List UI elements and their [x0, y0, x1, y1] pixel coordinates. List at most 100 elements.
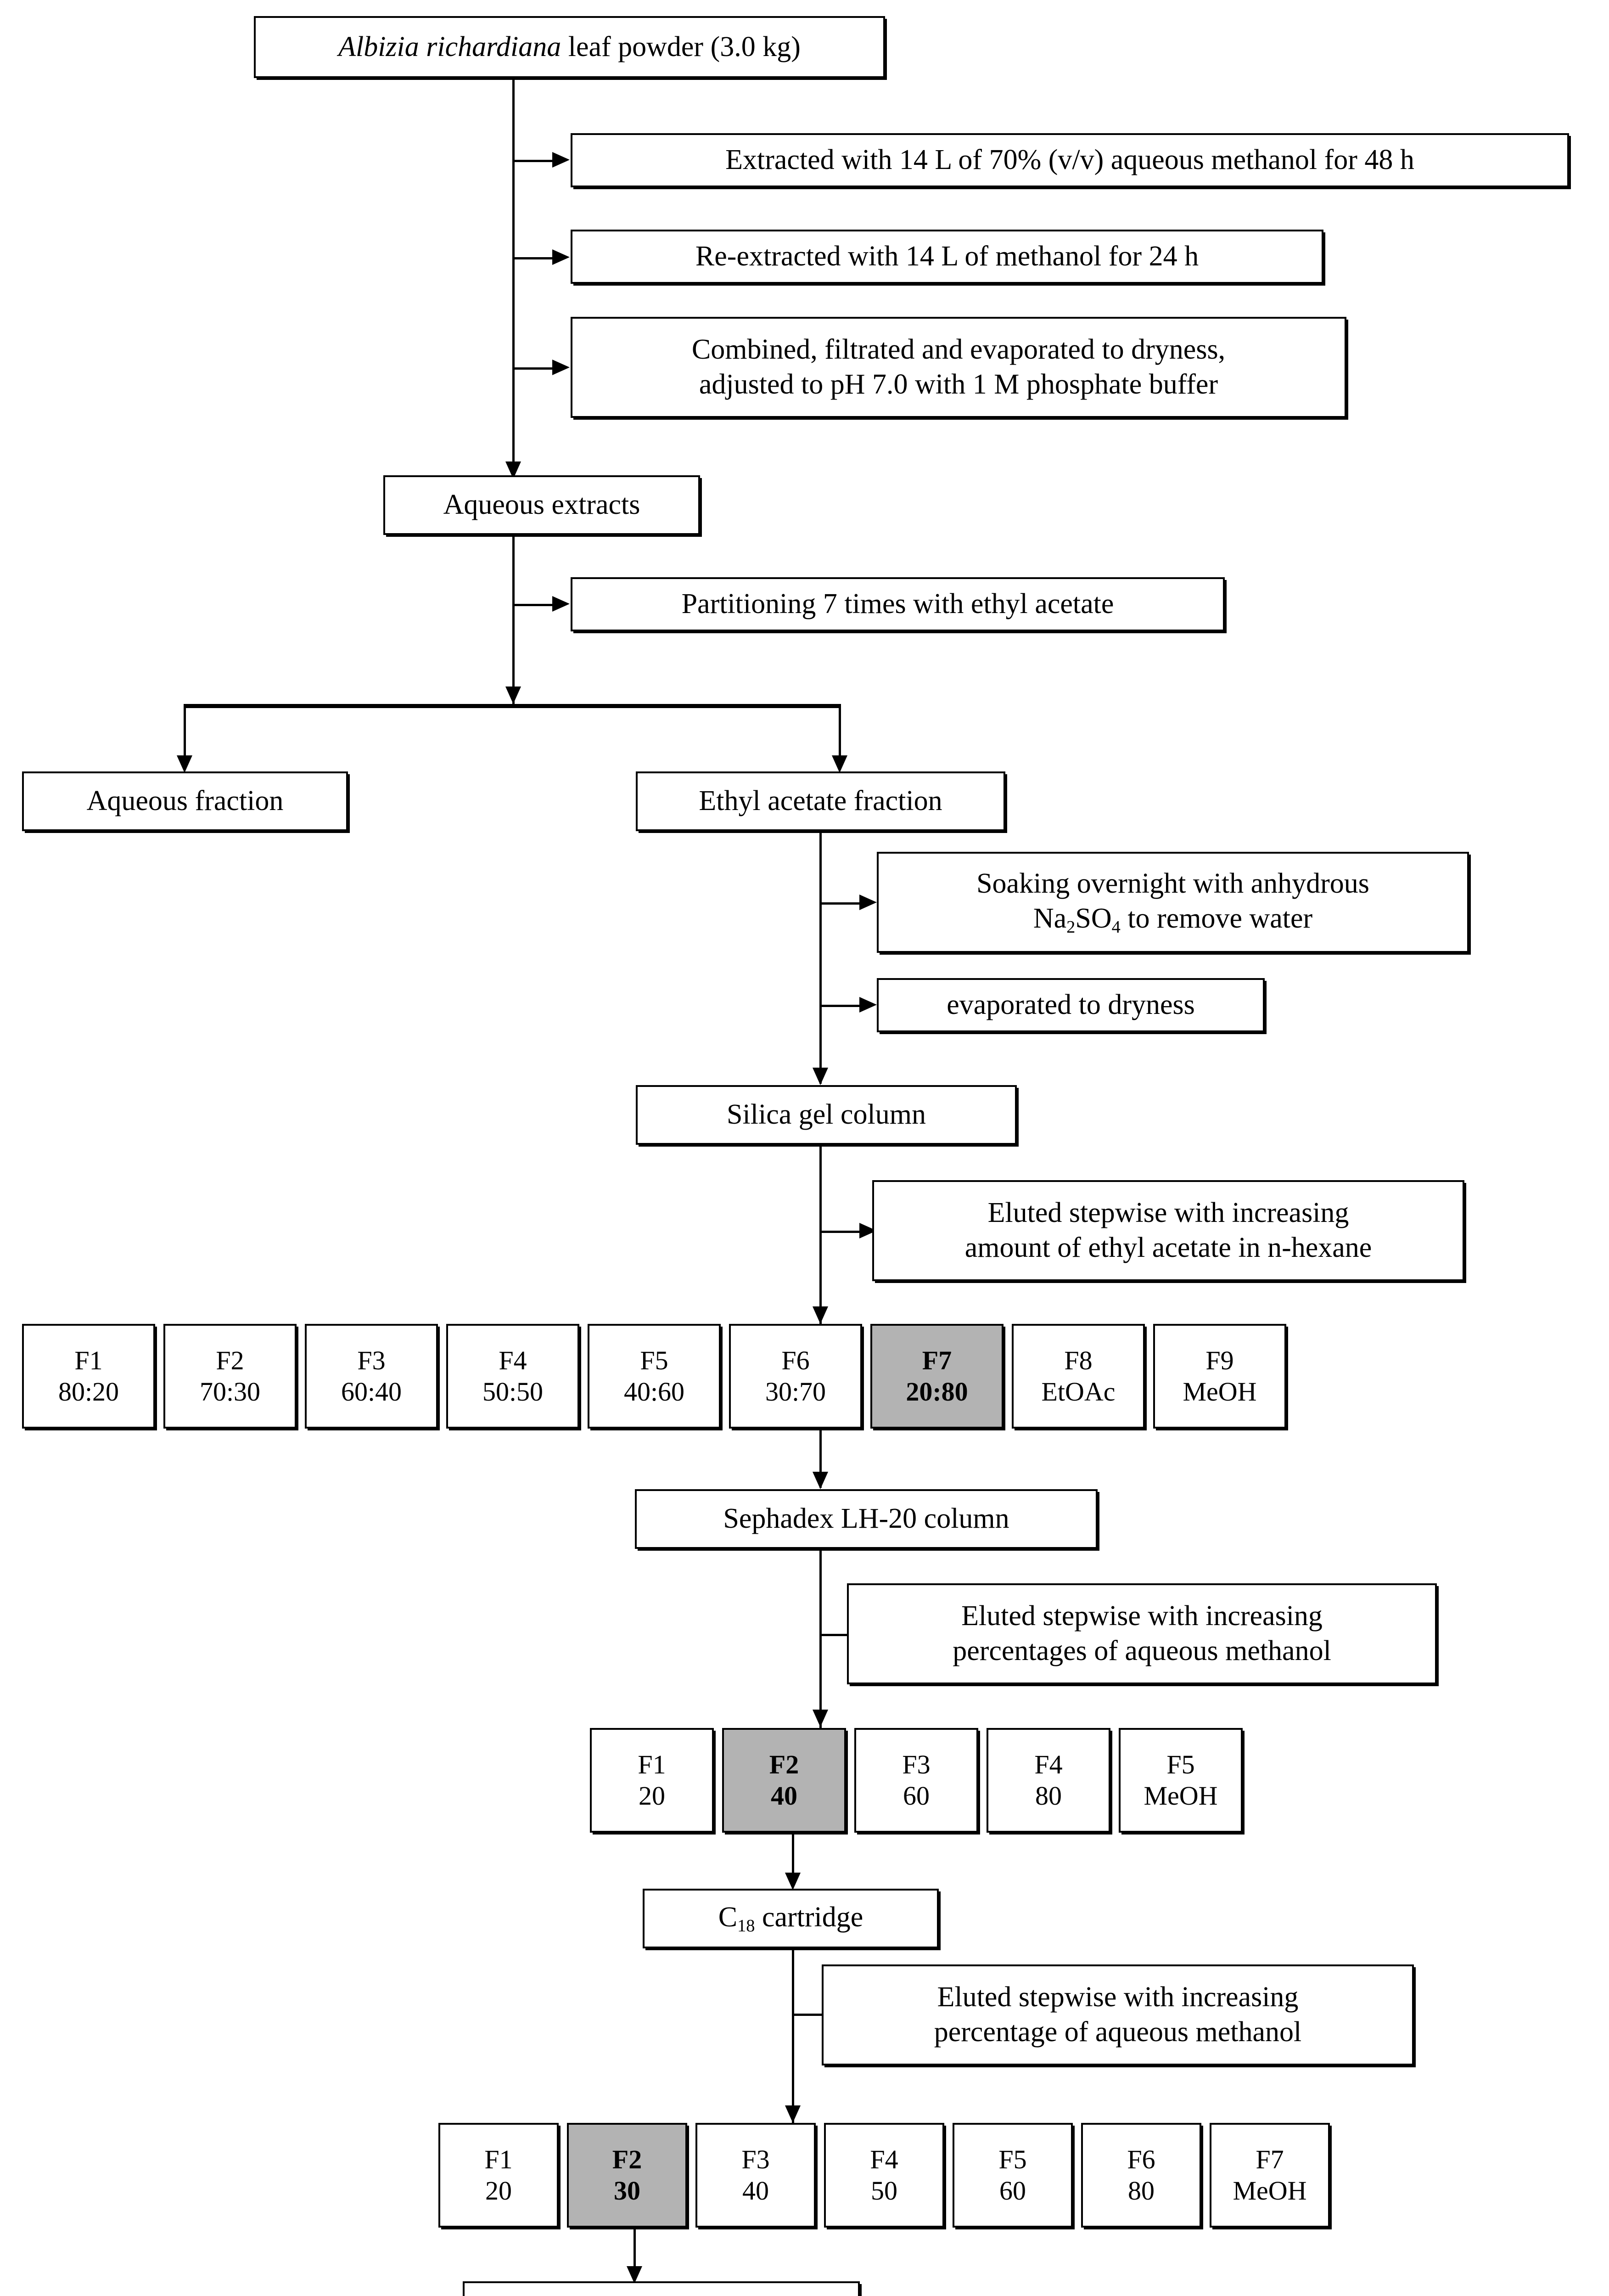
connector-to-sephadex-elution — [819, 1634, 865, 1636]
fraction-label: F5 — [1166, 1749, 1195, 1779]
node-sephadex-column: Sephadex LH-20 column — [635, 1489, 1098, 1549]
node-silica-gel-column: Silica gel column — [636, 1085, 1017, 1145]
fraction-value: 50 — [871, 2176, 897, 2206]
fraction-value: MeOH — [1183, 1377, 1257, 1407]
fraction-label: F4 — [1034, 1749, 1063, 1779]
c18-elution-line-2: percentage of aqueous methanol — [934, 2016, 1302, 2048]
node-c18-cartridge: C18 cartridge — [643, 1889, 939, 1948]
fraction-value: 20:80 — [906, 1377, 968, 1407]
connector-c18-trunk — [792, 1948, 794, 2123]
connector-to-soaking — [819, 902, 865, 905]
fraction-label: F6 — [781, 1345, 810, 1375]
connector-ethyl-acetate-trunk — [819, 831, 822, 1084]
fraction-value: MeOH — [1233, 2176, 1307, 2206]
fraction-value: 50:50 — [482, 1377, 544, 1407]
connector-silica-trunk — [819, 1145, 822, 1324]
c18-elution-line-1: Eluted stepwise with increasing — [937, 1981, 1299, 2013]
node-aqueous-extracts: Aqueous extracts — [383, 475, 700, 535]
soaking-line-2: Na2SO4 to remove water — [1033, 902, 1313, 937]
node-extraction-step-2: Re-extracted with 14 L of methanol for 2… — [571, 230, 1323, 284]
connector-to-extract2 — [512, 257, 558, 259]
arrowhead-to-split-bar — [505, 687, 521, 704]
arrowhead-to-aqueous-fraction — [177, 755, 192, 773]
fraction-value: 40:60 — [623, 1377, 685, 1407]
connector-aqueous-trunk — [512, 535, 515, 705]
fraction-label: F7 — [1256, 2144, 1284, 2174]
soaking-line-1: Soaking overnight with anhydrous — [976, 868, 1369, 900]
arrowhead-to-partitioning — [552, 596, 570, 612]
fraction-value: 60 — [999, 2176, 1026, 2206]
arrowhead-to-silica-fractions — [813, 1306, 828, 1324]
fraction-label: F2 — [216, 1345, 244, 1375]
fraction-value: 30 — [614, 2176, 640, 2206]
arrowhead-to-ethyl-acetate-fraction — [832, 755, 847, 773]
fraction-label: F3 — [902, 1749, 931, 1779]
connector-to-extract1 — [512, 160, 558, 162]
fraction-label: F1 — [74, 1345, 103, 1375]
sephadex-elution-line-1: Eluted stepwise with increasing — [961, 1600, 1323, 1632]
fraction-value: 60 — [903, 1781, 930, 1811]
fraction-label: F5 — [640, 1345, 668, 1375]
fraction-label: F4 — [870, 2144, 898, 2174]
connector-f2-to-hplc — [634, 2229, 636, 2280]
arrowhead-to-evaporated — [859, 997, 877, 1013]
node-silica-elution: Eluted stepwise with increasing amount o… — [872, 1180, 1464, 1281]
connector-to-c18-elution — [792, 2014, 838, 2016]
node-ethyl-acetate-fraction: Ethyl acetate fraction — [636, 771, 1005, 831]
arrowhead-to-extract2 — [552, 249, 570, 265]
arrowhead-to-silica-column — [813, 1068, 828, 1085]
fraction-value: 40 — [771, 1781, 797, 1811]
arrowhead-to-c18-fractions — [785, 2105, 801, 2123]
connector-f7-to-sephadex — [819, 1428, 822, 1488]
fraction-label: F4 — [499, 1345, 527, 1375]
fraction-label: F3 — [741, 2144, 770, 2174]
silica-elution-line-1: Eluted stepwise with increasing — [987, 1197, 1349, 1229]
fraction-value: 20 — [485, 2176, 512, 2206]
arrowhead-to-sephadex-column — [813, 1472, 828, 1489]
node-reverse-phase-hplc: Reverse-phase HPLC — [463, 2281, 860, 2296]
arrowhead-to-combine — [552, 360, 570, 375]
connector-f2-to-c18 — [792, 1832, 794, 1887]
fraction-value: 20 — [639, 1781, 665, 1811]
connector-to-combine — [512, 367, 558, 370]
node-evaporated-to-dryness: evaporated to dryness — [877, 978, 1265, 1032]
fraction-value: 80:20 — [58, 1377, 119, 1407]
connector-to-ethyl-acetate-fraction — [839, 704, 841, 764]
node-extraction-step-1: Extracted with 14 L of 70% (v/v) aqueous… — [571, 133, 1569, 187]
fraction-label: F2 — [612, 2144, 642, 2174]
node-start-material: Albizia richardiana leaf powder (3.0 kg) — [254, 16, 885, 78]
arrowhead-to-extract1 — [552, 152, 570, 168]
connector-to-partitioning — [512, 604, 558, 606]
node-partitioning: Partitioning 7 times with ethyl acetate — [571, 577, 1225, 631]
fraction-value: 70:30 — [199, 1377, 261, 1407]
fraction-value: MeOH — [1144, 1781, 1218, 1811]
silica-elution-line-2: amount of ethyl acetate in n-hexane — [964, 1232, 1372, 1263]
fraction-label: F6 — [1127, 2144, 1155, 2174]
split-bar-fractions — [184, 704, 841, 708]
arrowhead-to-sephadex-fractions — [813, 1710, 828, 1727]
sephadex-elution-line-2: percentages of aqueous methanol — [953, 1635, 1331, 1666]
arrowhead-to-c18-cartridge — [785, 1873, 801, 1890]
fraction-value: 80 — [1035, 1781, 1062, 1811]
node-aqueous-fraction: Aqueous fraction — [22, 771, 348, 831]
combine-line-2: adjusted to pH 7.0 with 1 M phosphate bu… — [699, 369, 1218, 400]
arrowhead-to-hplc — [627, 2266, 642, 2284]
